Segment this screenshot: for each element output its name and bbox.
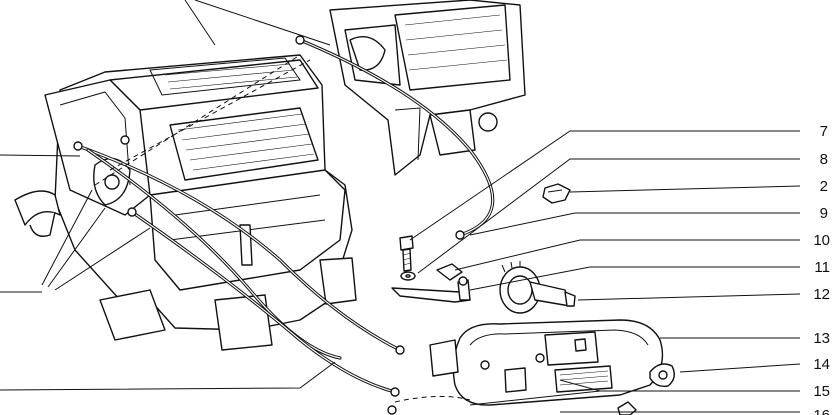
callout-2: 2 bbox=[820, 178, 828, 195]
control-cables bbox=[73, 35, 495, 397]
small-parts bbox=[387, 183, 675, 415]
callout-9: 9 bbox=[820, 205, 828, 222]
callout-16: 16 bbox=[813, 407, 830, 415]
callout-13: 13 bbox=[813, 330, 830, 347]
upper-housing bbox=[329, 0, 526, 176]
callout-15: 15 bbox=[813, 383, 830, 400]
callout-7: 7 bbox=[820, 123, 828, 140]
callout-12: 12 bbox=[813, 286, 830, 303]
callout-11: 11 bbox=[814, 259, 830, 276]
heater-housing bbox=[14, 54, 357, 351]
callout-numbers: 7 8 2 9 10 11 12 13 14 15 16 bbox=[813, 123, 830, 415]
callout-10: 10 bbox=[813, 232, 830, 249]
leader-lines bbox=[0, 0, 801, 413]
callout-8: 8 bbox=[820, 151, 828, 168]
callout-14: 14 bbox=[813, 356, 830, 373]
